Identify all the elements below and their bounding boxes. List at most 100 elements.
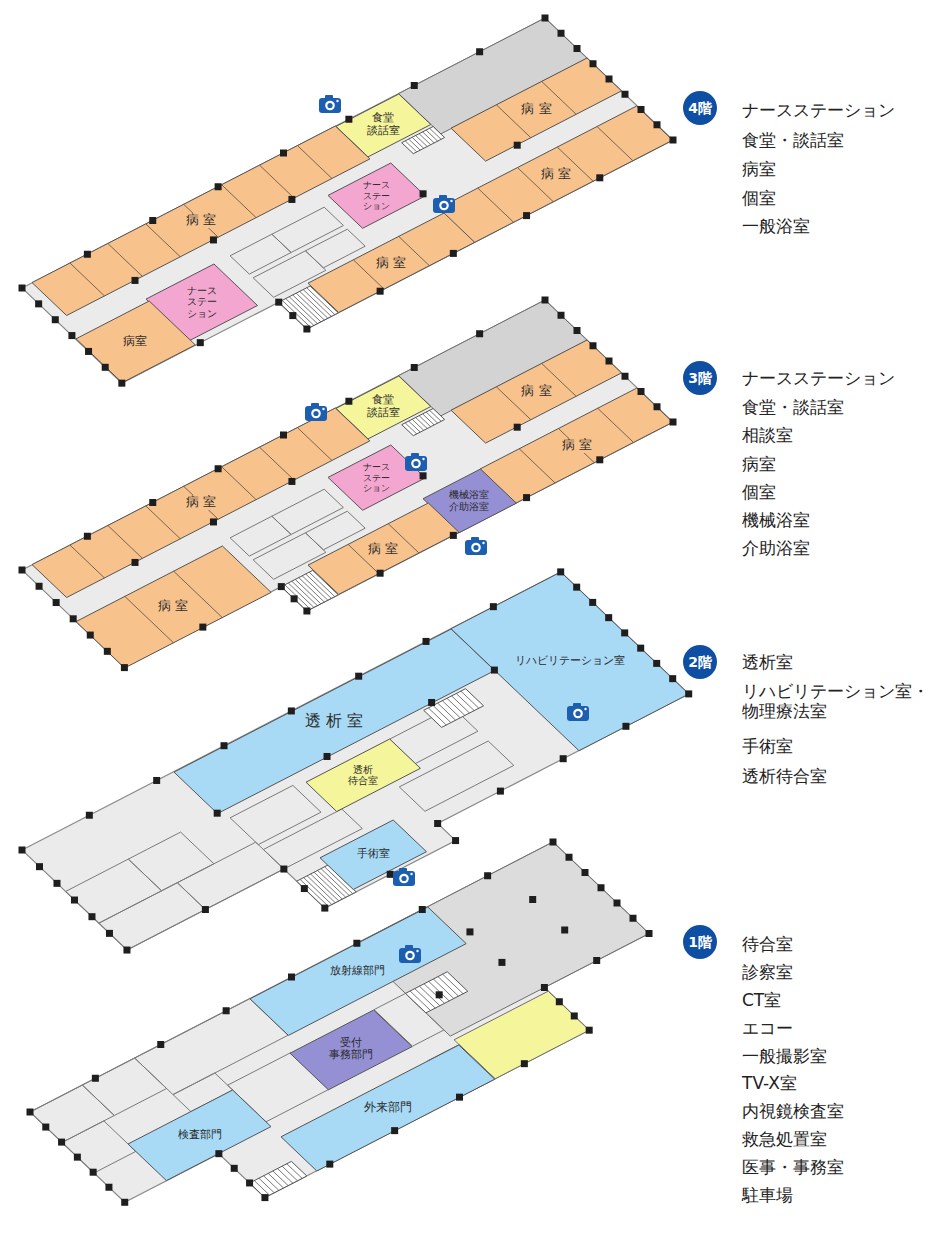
list-slot: 一般撮影室: [742, 1046, 827, 1066]
stair-step: [442, 701, 460, 718]
structural-column: [149, 499, 156, 506]
list-slot: 手術室: [742, 736, 793, 756]
structural-column: [106, 930, 113, 937]
room-name: 介助浴室: [447, 501, 491, 513]
stair-step: [314, 872, 342, 899]
facility-list-item: 救急処置室: [742, 1129, 827, 1149]
structural-column: [566, 854, 573, 861]
partition-wall: [222, 467, 257, 500]
list-slot: 個室: [742, 482, 776, 502]
structural-column: [280, 150, 287, 157]
structural-column: [542, 15, 549, 22]
structural-column: [291, 595, 298, 602]
list-slot: CT室: [742, 990, 781, 1010]
facility-list-item: TV-X室: [742, 1073, 797, 1093]
structural-column: [590, 60, 597, 67]
structural-column: [436, 991, 443, 998]
list-slot: 相談室: [742, 425, 793, 445]
structural-column: [58, 1139, 65, 1146]
list-slot: 駐車場: [742, 1185, 793, 1205]
structural-column: [523, 212, 530, 219]
structural-column: [622, 373, 629, 380]
list-slot: 透析待合室: [742, 766, 827, 786]
stair-step: [430, 128, 442, 139]
facility-list-item: 病室: [742, 159, 776, 179]
list-slot: 救急処置室: [742, 1129, 827, 1149]
structural-column: [121, 664, 128, 671]
camera-lens: [325, 101, 335, 111]
facility-list-item: 透析室: [742, 652, 793, 672]
facility-list-item: 待合室: [742, 934, 793, 954]
stair-step: [423, 414, 435, 425]
stair-step: [409, 139, 421, 150]
structural-column: [574, 45, 581, 52]
room-area: 透析 待合室: [306, 739, 420, 811]
facility-list-item: 駐車場: [742, 1185, 793, 1205]
stair-step: [296, 293, 324, 320]
structural-column: [561, 927, 568, 934]
structural-column: [582, 869, 589, 876]
room-name: 病 室: [560, 438, 594, 453]
camera-icon: [433, 195, 455, 213]
room-area: 病 室: [308, 213, 475, 312]
stair-step: [405, 141, 417, 152]
stair-step: [304, 878, 332, 905]
floor-number: 2階: [688, 654, 712, 670]
structural-column: [377, 570, 384, 577]
structural-column: [215, 465, 222, 472]
structural-column: [202, 906, 209, 913]
stair-step: [419, 416, 431, 427]
stair-step: [409, 421, 421, 432]
floor-number: 3階: [688, 370, 712, 386]
stair-step: [416, 418, 428, 429]
structural-column: [199, 624, 206, 631]
structural-column: [71, 897, 78, 904]
stair-step: [282, 1166, 297, 1181]
structural-column: [573, 584, 580, 591]
structural-column: [90, 1169, 97, 1176]
structural-column: [558, 30, 565, 37]
list-slot: 診察室: [742, 962, 793, 982]
room-name: 病 室: [184, 495, 218, 510]
room-name: 食堂 談話室: [365, 112, 402, 137]
structural-column: [558, 312, 565, 319]
stair-step: [443, 974, 463, 994]
camera-body: [305, 406, 327, 421]
partition-wall: [597, 126, 633, 160]
structural-column: [121, 1199, 128, 1206]
structural-column: [586, 1027, 593, 1034]
structural-column: [215, 183, 222, 190]
facility-list-item: 機械浴室: [742, 510, 810, 530]
structural-column: [324, 753, 331, 760]
facility-list-item: 一般浴室: [742, 216, 810, 236]
room-outline: [250, 907, 466, 1035]
facility-list-item: CT室: [742, 990, 781, 1010]
stair-step: [299, 578, 325, 602]
camera-icon: [305, 403, 327, 421]
list-slot: 病室: [742, 159, 776, 179]
structural-column: [560, 755, 567, 762]
structural-column: [419, 906, 426, 913]
camera-lens: [471, 543, 481, 553]
room-wall: [30, 1085, 114, 1143]
camera-flash: [422, 458, 424, 460]
room-wall: [230, 516, 291, 556]
camera-lens: [399, 874, 409, 884]
structural-column: [614, 900, 621, 907]
list-slot: エコー: [742, 1018, 793, 1038]
room-outline: [320, 820, 427, 890]
camera-lens-inner: [441, 203, 446, 208]
list-slot: 透析室: [742, 652, 793, 672]
structural-column: [450, 250, 457, 257]
camera-body: [465, 540, 487, 555]
camera-lens-inner: [313, 411, 318, 416]
facility-list-item: 内視鏡検査室: [742, 1101, 844, 1121]
list-slot: リハビリテーション室・ 物理療法室: [742, 681, 942, 722]
structural-column: [466, 928, 473, 935]
room-outline: [76, 301, 195, 383]
room-outline: [438, 106, 673, 243]
structural-column: [574, 327, 581, 334]
list-slot: 食堂・談話室: [742, 130, 844, 150]
room-name: ナース ステー ション: [361, 180, 392, 211]
floor-number: 1階: [688, 934, 712, 950]
